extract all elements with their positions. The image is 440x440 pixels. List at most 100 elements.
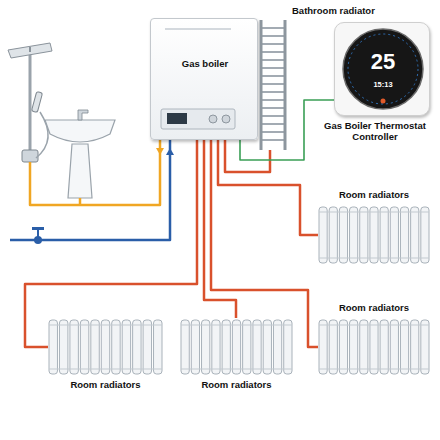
- radiator-fin: [319, 320, 327, 374]
- boiler-knob: [209, 115, 217, 123]
- radiator-fin: [263, 320, 271, 374]
- radiator-fin: [329, 320, 337, 374]
- radiator-fin: [232, 320, 240, 374]
- radiator-header: [319, 212, 429, 213]
- rail-bar: [261, 59, 285, 61]
- radiator-fin: [400, 207, 408, 263]
- radiator-fin: [91, 320, 99, 374]
- radiator-fin: [329, 207, 337, 263]
- hand-shower: [32, 92, 43, 113]
- radiator-fin: [421, 320, 429, 374]
- radiator-fin: [122, 320, 130, 374]
- thermostat-label: Gas Boiler Thermostat Controller: [319, 121, 431, 143]
- rad-drawing: [318, 318, 430, 376]
- rail-bar: [261, 115, 285, 117]
- rail-bar: [261, 51, 285, 53]
- radiator-fin: [112, 320, 120, 374]
- hot-water-pipe: [79, 198, 82, 205]
- rail-bar: [261, 131, 285, 133]
- thermostat-controller: Gas Boiler Thermostat Controller2515:13: [334, 22, 430, 116]
- radiator-fin: [284, 320, 292, 374]
- boiler-display: [167, 113, 187, 124]
- radiator-header: [319, 258, 429, 259]
- shower-arm: [29, 47, 31, 52]
- basin: [45, 120, 115, 142]
- rad-drawing: [180, 318, 293, 376]
- boiler-knob: [222, 115, 230, 123]
- rail-bar: [261, 99, 285, 101]
- radiator-fin: [191, 320, 199, 374]
- rail-bar: [261, 91, 285, 93]
- radiator-fin: [360, 320, 368, 374]
- heating-pipe: [211, 140, 318, 347]
- radiator-fin: [59, 320, 67, 374]
- radiator-fin: [339, 207, 347, 263]
- radiator-fin: [101, 320, 109, 374]
- valve-stem: [37, 230, 39, 240]
- rail-bar: [261, 107, 285, 109]
- shower-mixer: [22, 150, 38, 162]
- heating-pipe: [218, 140, 318, 235]
- clock-reading: 15:13: [335, 81, 431, 90]
- boiler-drawing: [151, 19, 247, 141]
- rail-bar: [261, 123, 285, 125]
- radiator-fin: [400, 320, 408, 374]
- radiator-header: [319, 369, 429, 370]
- rail-post: [260, 20, 263, 150]
- radiator-fin: [70, 320, 78, 374]
- rail-bar: [261, 139, 285, 141]
- radiator-header: [181, 369, 292, 370]
- washbasin: [45, 110, 115, 198]
- radiator-fin: [370, 207, 378, 263]
- status-dot: [381, 99, 386, 104]
- flow-arrow: [166, 148, 174, 155]
- faucet: [78, 110, 88, 120]
- rail-bar: [261, 67, 285, 69]
- radiator-fin: [421, 207, 429, 263]
- radiator-label: Room radiators: [318, 303, 430, 314]
- radiator-fin: [390, 207, 398, 263]
- radiator-header: [319, 325, 429, 326]
- rail-bar: [261, 35, 285, 37]
- radiator-fin: [380, 207, 388, 263]
- cold-water-pipe: [10, 140, 170, 240]
- radiator-fin: [411, 320, 419, 374]
- radiator-label: Room radiators: [48, 380, 163, 391]
- radiator-fin: [212, 320, 220, 374]
- hot-water-pipe: [30, 140, 160, 205]
- heating-pipe: [25, 140, 197, 347]
- rail-bar: [261, 75, 285, 77]
- radiator-fin: [80, 320, 88, 374]
- rail-bar: [261, 43, 285, 45]
- shower: [8, 43, 52, 162]
- shower-pole: [29, 52, 32, 150]
- radiator-fin: [411, 207, 419, 263]
- radiator-fin: [253, 320, 261, 374]
- radiator-label: Room radiators: [180, 380, 293, 391]
- radiator-fin: [222, 320, 230, 374]
- flow-arrow: [156, 148, 164, 155]
- rail-post: [284, 20, 287, 150]
- shower-head: [8, 43, 52, 58]
- shower-hose: [36, 112, 48, 158]
- rail-bar: [261, 83, 285, 85]
- radiator-fin: [380, 320, 388, 374]
- radiator-label: Room radiators: [318, 190, 430, 201]
- temperature-reading: 25: [335, 49, 431, 74]
- boiler-vent: [165, 28, 231, 30]
- radiator-fin: [350, 320, 358, 374]
- control-panel: [161, 109, 235, 129]
- boiler-label: Gas boiler: [151, 59, 259, 70]
- radiator-fin: [181, 320, 189, 374]
- radiator-fin: [133, 320, 141, 374]
- radiator-fin: [339, 320, 347, 374]
- radiator-label: Bathroom radiator: [292, 6, 375, 17]
- radiator-fin: [202, 320, 210, 374]
- radiator-fin: [243, 320, 251, 374]
- radiator-fin: [273, 320, 281, 374]
- rad-drawing: [318, 205, 430, 265]
- radiator-fin: [390, 320, 398, 374]
- radiator-header: [181, 325, 292, 326]
- radiator-fin: [370, 320, 378, 374]
